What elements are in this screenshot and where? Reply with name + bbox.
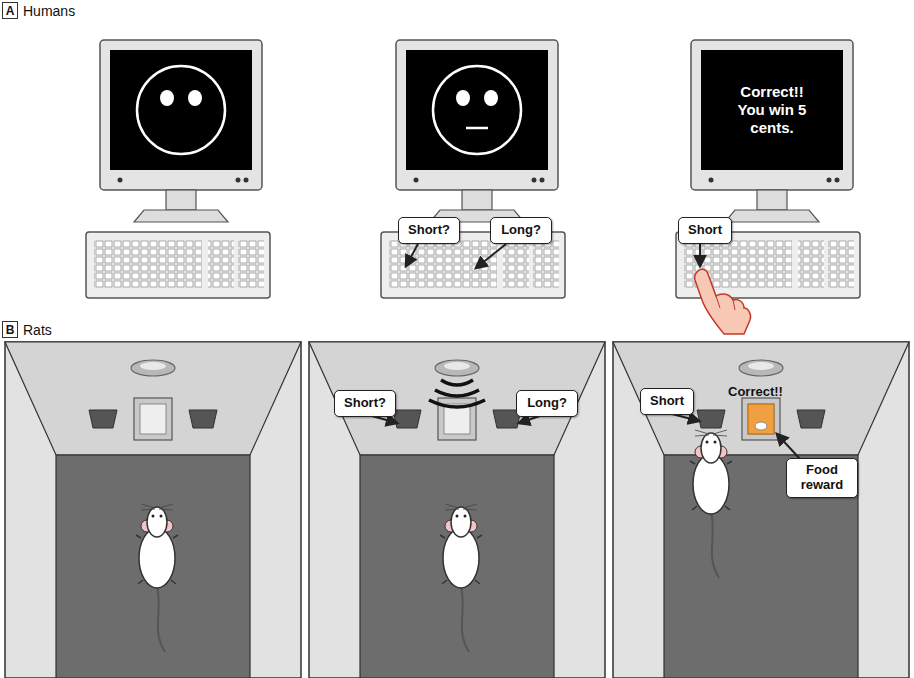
rat: [690, 430, 732, 578]
face-eye: [188, 90, 202, 106]
leader-arrow: [777, 434, 800, 459]
monitor: [691, 40, 853, 222]
monitor: [100, 40, 262, 222]
screen-message: Correct!! You win 5 cents.: [701, 50, 843, 170]
monitor: [396, 40, 558, 222]
food-pellet: [755, 422, 767, 430]
face-outline: [433, 66, 521, 154]
callout-text: Short?: [408, 223, 450, 238]
callout-text: Food reward: [790, 463, 854, 493]
keyboard: [86, 232, 270, 298]
leader-arrow: [699, 244, 701, 266]
face-eye: [484, 90, 498, 106]
panel-letter: B: [2, 321, 18, 338]
leader-arrow: [672, 414, 699, 421]
callout-box: Food reward: [786, 458, 858, 498]
panel-title: Humans: [23, 3, 75, 19]
callout-text: Short: [650, 394, 684, 409]
callout-box: Short: [640, 388, 694, 415]
callout-text: A: [6, 4, 15, 18]
feedback-text: Correct!!: [728, 384, 783, 399]
callout-text: Long?: [527, 396, 567, 411]
leader-arrow: [372, 416, 397, 423]
face-eye: [456, 90, 470, 106]
callout-box: Long?: [490, 217, 552, 244]
callout-text: Short?: [344, 396, 386, 411]
chamber: [5, 342, 301, 678]
face-outline: [137, 66, 225, 154]
chamber: [613, 342, 909, 678]
callout-box: Short?: [334, 390, 396, 417]
screen-text: Correct!! You win 5 cents.: [736, 83, 808, 137]
sound-waves: [429, 380, 485, 407]
panel-letter: A: [2, 2, 18, 19]
hand-knuckles: [716, 296, 735, 310]
rat: [136, 504, 178, 652]
face-mouth: [466, 127, 488, 130]
callout-text: Long?: [501, 223, 541, 238]
panel-title: Rats: [23, 322, 52, 338]
callout-box: Short: [678, 217, 732, 244]
callout-text: Short: [688, 223, 722, 238]
leader-arrow: [476, 244, 506, 268]
leader-arrow: [406, 244, 418, 266]
chamber: [309, 342, 605, 678]
lit-food-tray: [748, 404, 774, 434]
pointing-hand: [695, 269, 751, 334]
callout-box: Long?: [516, 390, 578, 417]
face-eye: [160, 90, 174, 106]
leader-arrow: [519, 416, 540, 423]
callout-text: B: [6, 323, 15, 337]
rat: [440, 504, 482, 652]
callout-box: Short?: [398, 217, 460, 244]
